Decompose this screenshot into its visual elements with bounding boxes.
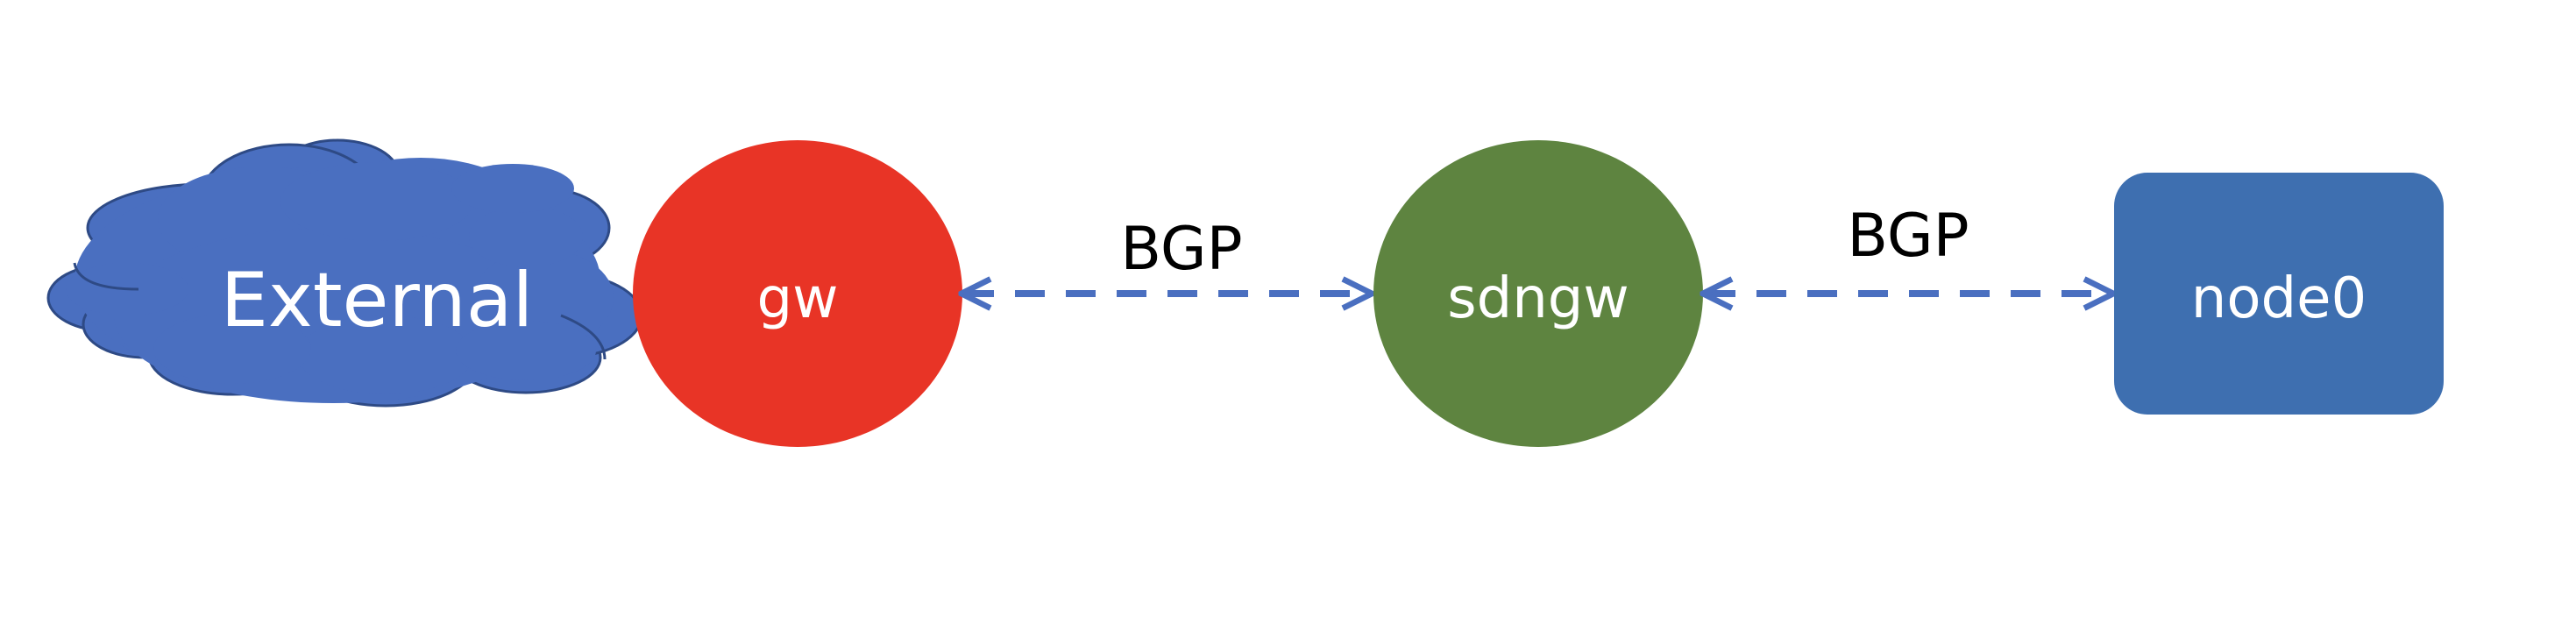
gw-label: gw bbox=[757, 266, 839, 331]
cloud-shape bbox=[46, 138, 643, 408]
gw-circle bbox=[633, 140, 962, 447]
sdngw-circle bbox=[1373, 140, 1703, 447]
edge-sdngw-node0: BGP bbox=[1706, 202, 2111, 294]
gw-node: gw bbox=[633, 140, 962, 447]
node0-label: node0 bbox=[2191, 266, 2367, 331]
edge-sdngw-node0-label: BGP bbox=[1847, 202, 1969, 271]
edge-gw-sdngw: BGP bbox=[964, 215, 1369, 294]
external-cloud-node: External bbox=[46, 138, 643, 408]
external-label: External bbox=[221, 257, 534, 344]
node0-box bbox=[2114, 173, 2444, 415]
sdngw-label: sdngw bbox=[1447, 266, 1629, 331]
sdngw-node: sdngw bbox=[1373, 140, 1703, 447]
node0-node: node0 bbox=[2114, 173, 2444, 415]
edge-gw-sdngw-label: BGP bbox=[1120, 215, 1242, 284]
